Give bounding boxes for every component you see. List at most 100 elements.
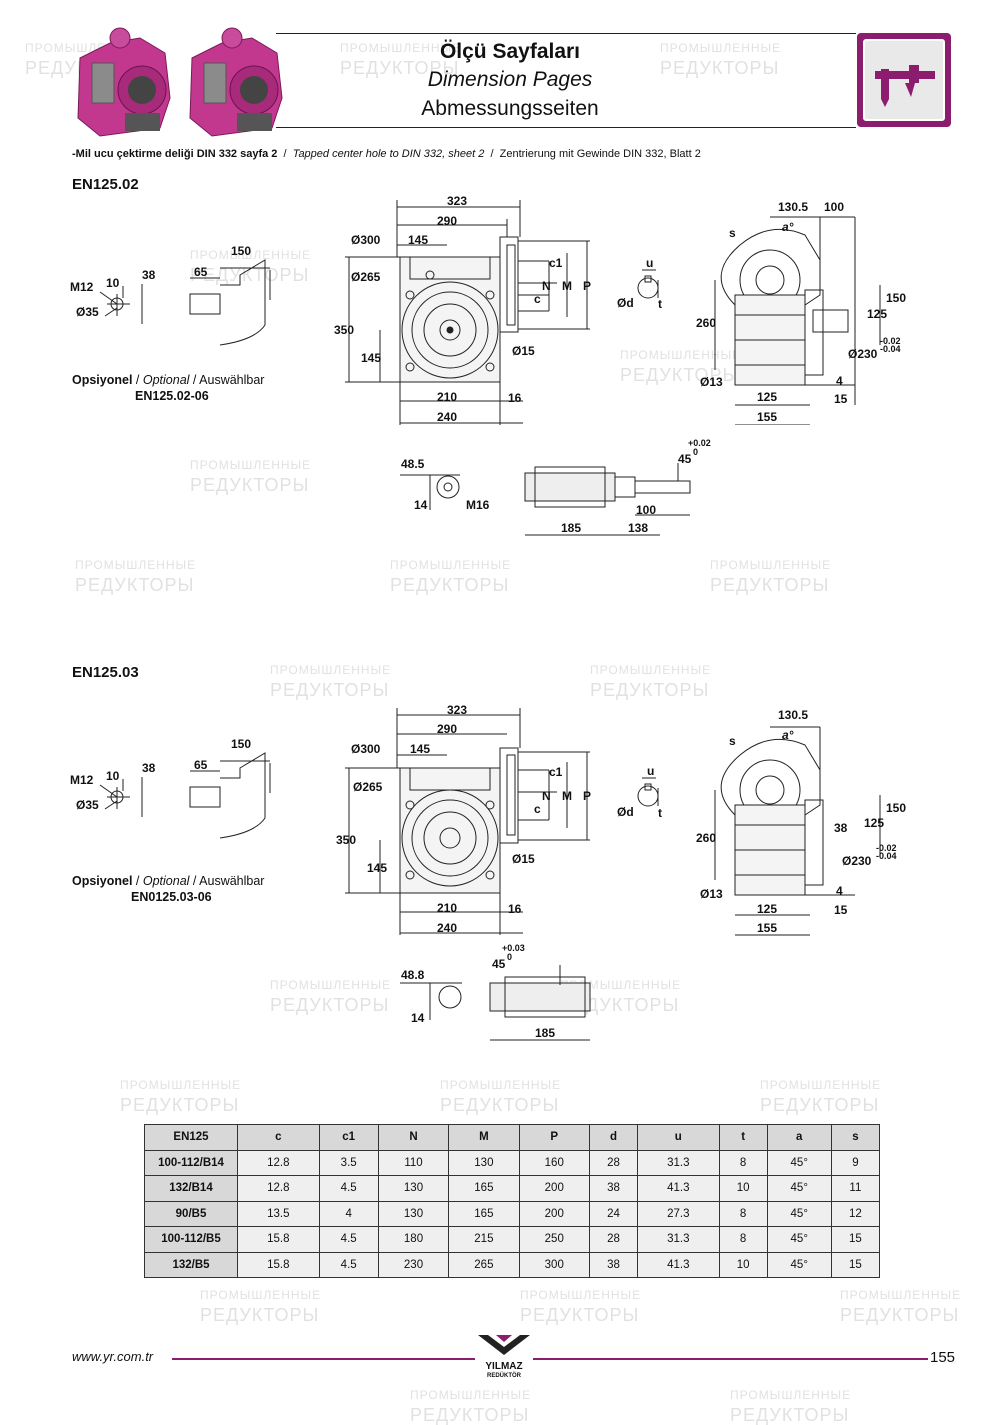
dim-M: M xyxy=(562,279,572,293)
optional-code: EN0125.03-06 xyxy=(131,890,212,904)
table-cell: 4.5 xyxy=(318,1251,379,1278)
table-cell: 200 xyxy=(518,1175,590,1202)
dim-4: 4 xyxy=(836,884,843,898)
dim-d300: Ø300 xyxy=(351,742,381,756)
dim-125: 125 xyxy=(864,816,885,830)
dim-14: 14 xyxy=(414,498,428,512)
table-cell: 12.8 xyxy=(237,1149,320,1176)
table-cell: 27.3 xyxy=(637,1200,720,1227)
dim-c: c xyxy=(534,802,541,816)
dim-m12: M12 xyxy=(70,280,94,294)
row-label: 132/B14 xyxy=(144,1175,238,1202)
dimension-table: EN125 c c1 N M P d u t a s 100-112/B14 1… xyxy=(144,1124,881,1278)
tol-upper: -0.02 xyxy=(880,336,901,346)
dim-t: t xyxy=(658,806,662,820)
table-cell: 165 xyxy=(448,1175,520,1202)
table-cell: 4.5 xyxy=(318,1226,379,1253)
dim-c: c xyxy=(534,292,541,306)
dim-125b: 125 xyxy=(757,390,778,404)
table-cell: 4 xyxy=(318,1200,379,1227)
brand-name: YILMAZ xyxy=(485,1361,523,1372)
input-shaft-drawing xyxy=(99,259,271,346)
dim-a: a° xyxy=(782,728,794,742)
col-header: c1 xyxy=(318,1124,379,1151)
dim-16: 16 xyxy=(508,391,522,405)
dim-38: 38 xyxy=(834,821,848,835)
dim-350: 350 xyxy=(334,323,355,337)
dim-N: N xyxy=(542,789,551,803)
dim-240: 240 xyxy=(437,921,458,935)
dim-45: 45 xyxy=(678,452,692,466)
tol-lower: -0.04 xyxy=(880,344,901,354)
dim-210: 210 xyxy=(437,390,458,404)
gearbox-photo xyxy=(77,27,283,137)
dim-u: u xyxy=(647,764,655,778)
dim-155: 155 xyxy=(757,921,778,935)
table-cell: 200 xyxy=(518,1200,590,1227)
table-cell: 15 xyxy=(830,1251,881,1278)
dim-150: 150 xyxy=(231,737,252,751)
dim-145: 145 xyxy=(367,861,388,875)
dim-290: 290 xyxy=(437,722,458,736)
dim-c1: c1 xyxy=(549,256,563,270)
dim-d: Ød xyxy=(617,805,634,819)
dim-s: s xyxy=(729,226,736,240)
dim-240: 240 xyxy=(437,410,458,424)
optional-code: EN125.02-06 xyxy=(135,389,209,403)
table-cell: 4.5 xyxy=(318,1175,379,1202)
dim-u: u xyxy=(646,256,654,270)
section-code: EN125.02 xyxy=(72,176,139,193)
dim-d13: Ø13 xyxy=(700,887,723,901)
dim-145: 145 xyxy=(361,351,382,365)
table-cell: 230 xyxy=(377,1251,450,1278)
dim-323: 323 xyxy=(447,703,468,717)
tol-lower: -0.04 xyxy=(876,851,897,861)
dim-130-5: 130.5 xyxy=(778,200,809,214)
col-header: d xyxy=(588,1124,639,1151)
section-code: EN125.03 xyxy=(72,664,139,681)
dim-10: 10 xyxy=(106,276,120,290)
tol-upper: +0.02 xyxy=(688,438,711,448)
table-cell: 130 xyxy=(377,1200,450,1227)
table-cell: 11 xyxy=(830,1175,881,1202)
table-cell: 165 xyxy=(448,1200,520,1227)
tol-lower: 0 xyxy=(693,447,699,457)
table-cell: 28 xyxy=(588,1149,639,1176)
table-cell: 10 xyxy=(718,1251,768,1278)
dim-150: 150 xyxy=(886,801,907,815)
table-cell: 24 xyxy=(588,1200,639,1227)
table-header-row: EN125 c c1 N M P d u t a s xyxy=(144,1124,881,1151)
row-label: 90/B5 xyxy=(144,1200,238,1227)
dim-45: 45 xyxy=(492,957,506,971)
table-cell: 15 xyxy=(830,1226,881,1253)
table-cell: 31.3 xyxy=(637,1149,720,1176)
table-cell: 15.8 xyxy=(237,1251,320,1278)
table-cell: 13.5 xyxy=(237,1200,320,1227)
page-title: Ölçü Sayfaları xyxy=(439,40,581,63)
footer-rule-right xyxy=(533,1358,928,1360)
table-cell: 45° xyxy=(766,1226,832,1253)
table-row: 90/B5 13.5 4 130 165 200 24 27.3 8 45° 1… xyxy=(144,1200,881,1227)
dim-P: P xyxy=(583,279,592,293)
website-link[interactable]: www.yr.com.tr xyxy=(72,1349,154,1364)
col-header: EN125 xyxy=(144,1124,238,1151)
dim-35: Ø35 xyxy=(76,798,99,812)
dim-d13: Ø13 xyxy=(700,375,723,389)
front-view-drawing xyxy=(345,708,590,935)
col-header: t xyxy=(718,1124,768,1151)
dim-100: 100 xyxy=(636,503,657,517)
dim-185: 185 xyxy=(561,521,582,535)
dim-4: 4 xyxy=(836,374,843,388)
key-detail-drawing xyxy=(637,269,659,299)
table-row: 132/B5 15.8 4.5 230 265 300 38 41.3 10 4… xyxy=(144,1251,881,1278)
